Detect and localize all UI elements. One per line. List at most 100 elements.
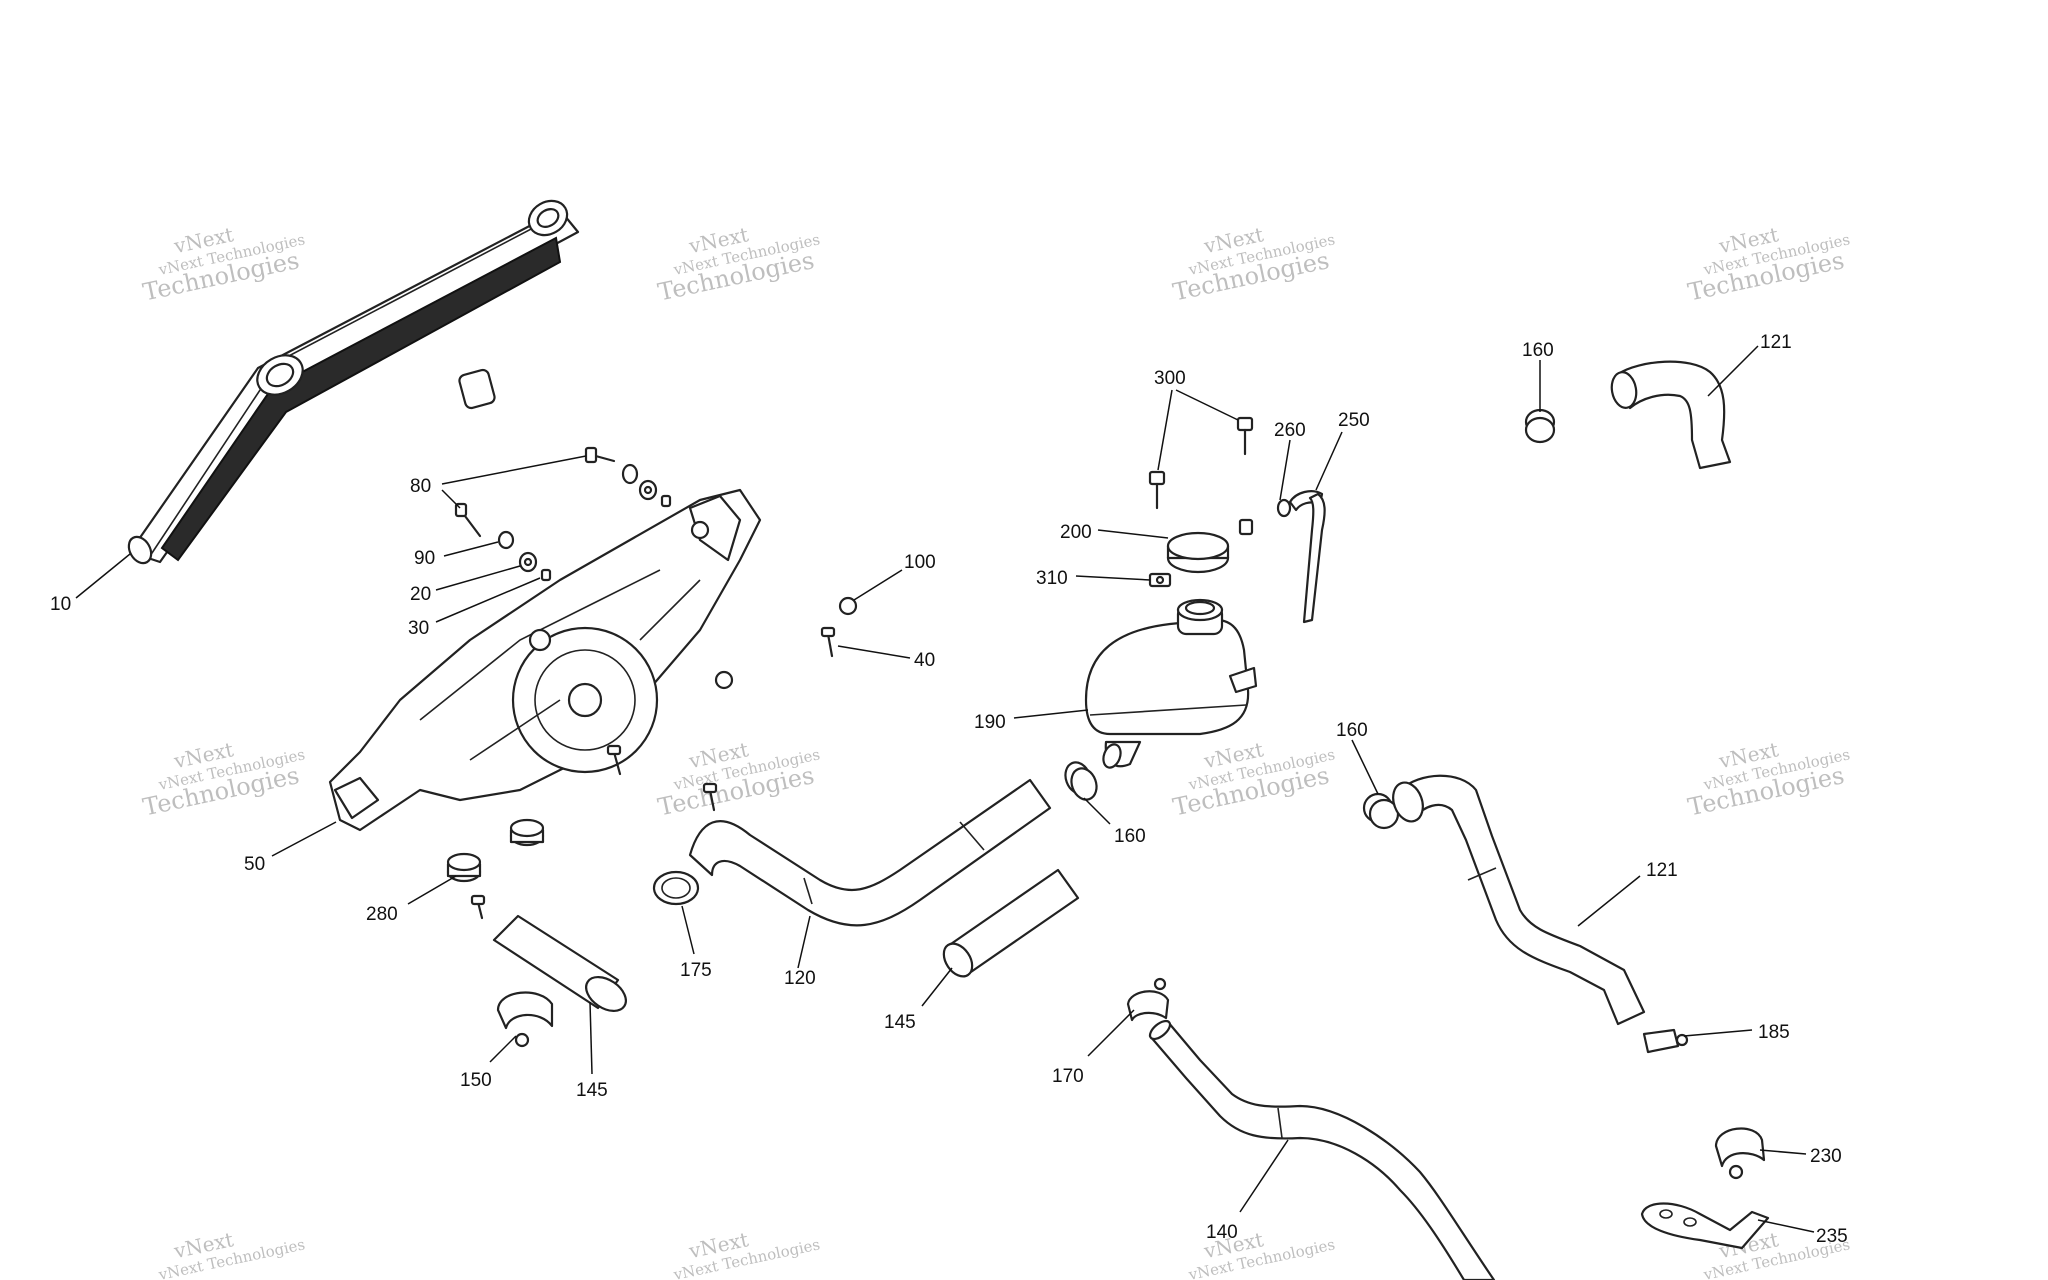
clamp-185 <box>1642 1028 1689 1054</box>
nut-20 <box>518 551 538 573</box>
callout-190[interactable]: 190 <box>974 712 1006 733</box>
bolt-300-right <box>1236 416 1254 456</box>
clamp-170 <box>1126 977 1170 1022</box>
bolt-40 <box>820 626 836 658</box>
callout-140[interactable]: 140 <box>1206 1222 1238 1243</box>
callout-230[interactable]: 230 <box>1810 1146 1842 1167</box>
callout-260[interactable]: 260 <box>1274 420 1306 441</box>
hose-120 <box>688 778 1052 927</box>
washer-upper <box>621 463 639 485</box>
bolt-80-lower <box>454 502 482 538</box>
callout-90[interactable]: 90 <box>414 548 435 569</box>
clamp-160-top <box>1524 408 1556 444</box>
spacer-30 <box>540 568 552 582</box>
nut-mid <box>714 670 734 690</box>
callout-310[interactable]: 310 <box>1036 568 1068 589</box>
watermark: vNext vNext Technologies <box>156 1227 306 1280</box>
leader-175 <box>681 905 695 955</box>
callout-80[interactable]: 80 <box>410 476 431 497</box>
leader-235 <box>1757 1219 1815 1233</box>
leader-140 <box>1239 1139 1289 1213</box>
callout-10[interactable]: 10 <box>50 594 71 615</box>
callout-100[interactable]: 100 <box>904 552 936 573</box>
spacer-upper <box>660 494 672 508</box>
overflow-hose-250 <box>1288 490 1326 624</box>
watermark: vNext vNext Technologies Technologies <box>655 222 821 306</box>
bolt-mid <box>606 744 622 776</box>
hose-145-middle <box>942 868 1080 978</box>
watermark: vNext vNext Technologies Technologies <box>655 737 821 821</box>
callout-40[interactable]: 40 <box>914 650 935 671</box>
callout-175[interactable]: 175 <box>680 960 712 981</box>
callout-121-top[interactable]: 121 <box>1760 332 1792 353</box>
callout-250[interactable]: 250 <box>1338 410 1370 431</box>
hose-121-lower <box>1392 774 1646 1026</box>
leader-190 <box>1013 709 1089 719</box>
radiator <box>127 199 580 565</box>
watermark: vNext vNext Technologies Technologies <box>1685 737 1851 821</box>
callout-160-middle[interactable]: 160 <box>1114 826 1146 847</box>
leader-80-upper <box>441 455 587 485</box>
leader-300-right <box>1175 389 1239 421</box>
fan-shroud-assembly <box>328 488 762 832</box>
leader-160-right <box>1351 739 1379 795</box>
callout-145-left[interactable]: 145 <box>576 1080 608 1101</box>
callout-300[interactable]: 300 <box>1154 368 1186 389</box>
callout-170[interactable]: 170 <box>1052 1066 1084 1087</box>
washer-90 <box>497 530 515 550</box>
leader-90 <box>443 541 499 557</box>
callout-145-middle[interactable]: 145 <box>884 1012 916 1033</box>
callout-235[interactable]: 235 <box>1816 1226 1848 1247</box>
leader-300-left <box>1157 389 1173 471</box>
expansion-tank-190 <box>1084 598 1258 769</box>
bolt-80-upper <box>584 446 616 464</box>
leader-170 <box>1087 1009 1135 1057</box>
callout-160-top[interactable]: 160 <box>1522 340 1554 361</box>
leader-100 <box>853 569 903 601</box>
clamp-160-middle <box>1064 761 1098 801</box>
callout-185[interactable]: 185 <box>1758 1022 1790 1043</box>
clamp-230 <box>1714 1127 1766 1180</box>
clip-310 <box>1148 572 1172 588</box>
bolt-small-center <box>702 782 718 812</box>
leader-145-middle <box>921 967 953 1007</box>
callout-30[interactable]: 30 <box>408 618 429 639</box>
leader-250 <box>1315 431 1343 491</box>
leader-145-left <box>589 1001 593 1075</box>
leader-50 <box>271 821 337 857</box>
clamp-160-right <box>1362 792 1400 830</box>
watermark: vNext vNext Technologies Technologies <box>140 222 306 306</box>
leader-260 <box>1279 439 1291 501</box>
leader-80-lower <box>441 489 461 509</box>
callout-121-lower[interactable]: 121 <box>1646 860 1678 881</box>
elbow-hose-121-top <box>1610 360 1732 470</box>
callout-160-right[interactable]: 160 <box>1336 720 1368 741</box>
grommet-280 <box>446 852 482 883</box>
leader-121-top <box>1707 345 1759 397</box>
callout-280[interactable]: 280 <box>366 904 398 925</box>
leader-120 <box>797 915 811 969</box>
leader-150 <box>489 1035 517 1063</box>
nut-upper <box>638 479 658 501</box>
leader-310 <box>1075 575 1151 581</box>
watermark: vNext vNext Technologies Technologies <box>140 737 306 821</box>
leader-160-middle <box>1083 797 1111 825</box>
leader-10 <box>75 553 131 599</box>
callout-20[interactable]: 20 <box>410 584 431 605</box>
leader-121-lower <box>1577 875 1641 927</box>
callout-120[interactable]: 120 <box>784 968 816 989</box>
callout-50[interactable]: 50 <box>244 854 265 875</box>
watermark: vNext vNext Technologies Technologies <box>1685 222 1851 306</box>
cap-200 <box>1166 531 1230 574</box>
callout-200[interactable]: 200 <box>1060 522 1092 543</box>
leader-20 <box>435 565 521 591</box>
leader-185 <box>1683 1029 1753 1037</box>
callout-labels: 10 80 90 20 30 50 280 150 145 100 40 175… <box>50 332 1848 1247</box>
clip-260-b <box>1276 498 1292 518</box>
bolt-300-left <box>1148 470 1166 510</box>
bracket-235 <box>1640 1202 1770 1250</box>
grommet-right <box>509 818 545 847</box>
watermark: vNext vNext Technologies <box>671 1227 821 1280</box>
callout-150[interactable]: 150 <box>460 1070 492 1091</box>
